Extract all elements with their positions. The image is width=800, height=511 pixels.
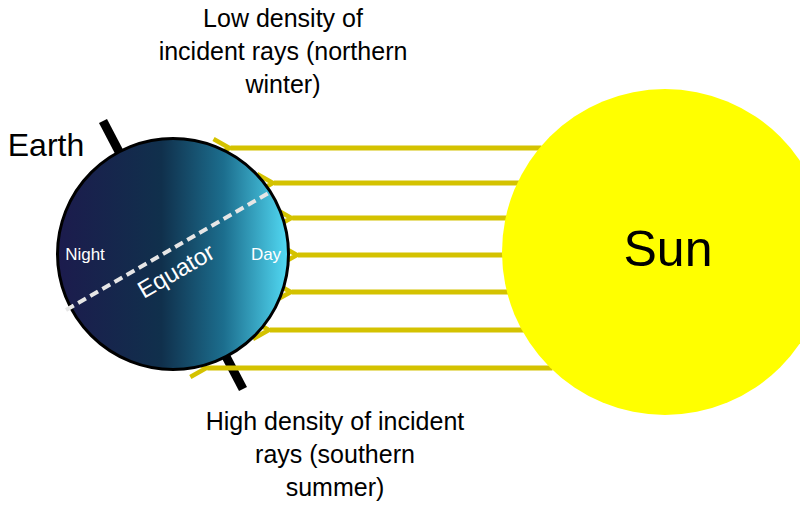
- summer-note: High density of incident rays (southern …: [204, 405, 466, 504]
- sun-ray-arrow: [298, 253, 504, 258]
- sun-ray-arrow: [292, 216, 507, 221]
- sun-ray-arrow: [274, 181, 519, 186]
- sun-disc: Sun: [502, 89, 800, 415]
- star-name: Sun: [624, 221, 713, 279]
- night-side-label: Night: [65, 245, 105, 265]
- sun-ray-arrow: [292, 290, 509, 295]
- sun-ray-arrow: [231, 146, 542, 151]
- earth-globe: EarthNightEquatorDay: [56, 137, 290, 371]
- winter-note: Low density of incident rays (northern w…: [158, 2, 408, 101]
- sun-ray-arrow: [207, 366, 552, 371]
- globe-disc: [58, 139, 289, 370]
- sun-ray-arrow: [270, 328, 524, 333]
- sun-fill: [502, 89, 800, 415]
- planet-name: Earth: [8, 127, 84, 164]
- equator-line: [66, 191, 272, 310]
- day-side-label: Day: [251, 245, 281, 265]
